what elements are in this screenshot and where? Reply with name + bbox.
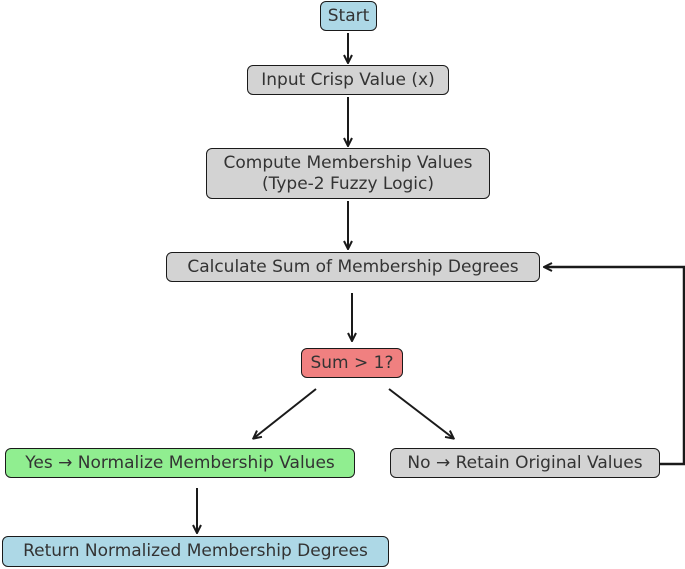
return-normalized-node: Return Normalized Membership Degrees <box>2 536 389 567</box>
no-retain-node: No → Retain Original Values <box>390 448 660 478</box>
sum-decision-node: Sum > 1? <box>301 348 403 378</box>
arrow-decision-to-no <box>388 388 453 438</box>
start-node-label: Start <box>327 5 370 26</box>
yes-normalize-label: Yes → Normalize Membership Values <box>25 452 335 473</box>
calculate-sum-label: Calculate Sum of Membership Degrees <box>187 256 519 277</box>
compute-membership-label-line1: Compute Membership Values <box>223 152 473 173</box>
compute-membership-node: Compute Membership Values (Type-2 Fuzzy … <box>206 148 490 199</box>
calculate-sum-node: Calculate Sum of Membership Degrees <box>166 252 540 282</box>
yes-normalize-node: Yes → Normalize Membership Values <box>5 448 355 478</box>
start-node: Start <box>320 1 377 31</box>
compute-membership-label-line2: (Type-2 Fuzzy Logic) <box>261 173 435 194</box>
return-normalized-label: Return Normalized Membership Degrees <box>23 541 368 561</box>
no-retain-label: No → Retain Original Values <box>407 452 643 473</box>
input-crisp-value-node: Input Crisp Value (x) <box>247 65 449 95</box>
arrow-decision-to-yes <box>254 388 317 438</box>
sum-decision-label: Sum > 1? <box>310 352 394 373</box>
arrow-no-loop-to-sum <box>545 267 685 466</box>
input-crisp-value-label: Input Crisp Value (x) <box>261 69 435 90</box>
